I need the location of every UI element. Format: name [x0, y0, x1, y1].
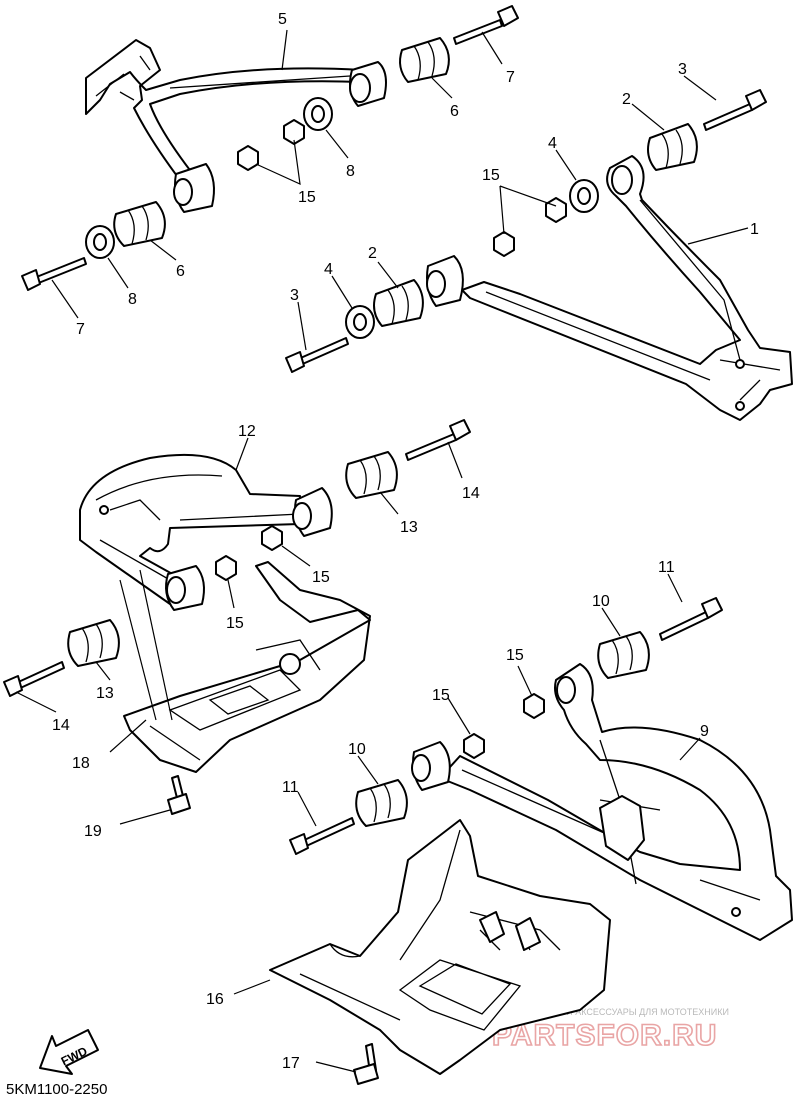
callout-15-mid: 15 — [312, 569, 330, 586]
callout-10-right: 10 — [592, 593, 610, 610]
callout-15-low: 15 — [432, 687, 450, 704]
callout-9: 9 — [700, 723, 709, 740]
watermark: ЗАПЧАСТИ И АКСЕССУАРЫ ДЛЯ МОТОТЕХНИКИ PA… — [491, 1007, 729, 1053]
nut-15-f — [215, 555, 237, 581]
callout-12: 12 — [238, 423, 256, 440]
callout-17: 17 — [282, 1055, 300, 1072]
bolt-17 — [353, 1043, 379, 1085]
callout-1: 1 — [750, 221, 759, 238]
callout-6-top: 6 — [450, 103, 459, 120]
nut-15-c — [545, 197, 567, 223]
callout-15-top-right: 15 — [482, 167, 500, 184]
bushing-2-right — [647, 123, 698, 171]
bushing-6-top — [399, 37, 450, 83]
callout-10-left: 10 — [348, 741, 366, 758]
bolt-3-right — [703, 89, 767, 131]
guard-small — [119, 561, 371, 773]
bolt-11-left — [289, 817, 355, 855]
callout-6-left: 6 — [176, 263, 185, 280]
bushing-6-left — [113, 201, 166, 247]
callout-3-left: 3 — [290, 287, 299, 304]
callout-13-left: 13 — [96, 685, 114, 702]
part-code: 5KM1100-2250 — [6, 1081, 107, 1098]
bolt-7-top — [453, 5, 519, 45]
nut-15-h — [463, 733, 485, 759]
upper-arm-left — [85, 39, 387, 213]
watermark-site: PARTSFOR.RU — [492, 1019, 717, 1052]
callout-numbers: 5 7 6 8 15 6 8 7 3 2 4 15 1 2 4 3 12 14 … — [52, 11, 759, 1072]
nut-15-g — [523, 693, 545, 719]
bolt-14-top — [405, 419, 471, 461]
guard-large — [269, 819, 611, 1075]
callout-18: 18 — [72, 755, 90, 772]
callout-14-left: 14 — [52, 717, 70, 734]
washer-4-left — [345, 305, 375, 339]
callout-8-left: 8 — [128, 291, 137, 308]
nut-15-d — [493, 231, 515, 257]
callout-13-top: 13 — [400, 519, 418, 536]
bolt-14-left — [3, 661, 65, 697]
callout-11-left: 11 — [282, 779, 299, 796]
callout-4-left: 4 — [324, 261, 333, 278]
callout-2-left: 2 — [368, 245, 377, 262]
bolt-3-left — [285, 337, 349, 373]
leader-lines — [15, 29, 749, 1073]
callout-3-right: 3 — [678, 61, 687, 78]
callout-8-top: 8 — [346, 163, 355, 180]
watermark-tagline: ЗАПЧАСТИ И АКСЕССУАРЫ ДЛЯ МОТОТЕХНИКИ — [516, 1007, 729, 1017]
callout-4-right: 4 — [548, 135, 557, 152]
lower-arm-right — [411, 663, 793, 941]
callout-15-low-right: 15 — [506, 647, 524, 664]
nut-15-e — [261, 525, 283, 551]
bushing-13-top — [345, 451, 398, 499]
callout-15-top-left: 15 — [298, 189, 316, 206]
washer-8-left — [85, 225, 115, 259]
bushing-2-left — [373, 279, 424, 327]
hardware — [3, 5, 767, 1085]
nut-15-b — [237, 145, 259, 171]
callout-11-right: 11 — [658, 559, 675, 576]
bushing-10-left — [355, 779, 408, 827]
washer-4-right — [569, 179, 599, 213]
callout-19: 19 — [84, 823, 102, 840]
bushing-13-left — [67, 619, 120, 667]
bolt-11-right — [659, 597, 723, 641]
callout-14-top: 14 — [462, 485, 480, 502]
nut-15-a — [283, 119, 305, 145]
callout-15-mid-left: 15 — [226, 615, 244, 632]
callout-7-top: 7 — [506, 69, 515, 86]
upper-arm-right — [426, 155, 793, 421]
bushing-10-right — [597, 631, 650, 679]
bolt-19 — [167, 775, 191, 815]
callout-7-left: 7 — [76, 321, 85, 338]
callout-16: 16 — [206, 991, 224, 1008]
callout-5: 5 — [278, 11, 287, 28]
washer-8-top — [303, 97, 333, 131]
fwd-arrow: FWD — [39, 1029, 99, 1075]
callout-2-right: 2 — [622, 91, 631, 108]
bolt-7-left — [21, 257, 87, 291]
lower-arm-left — [79, 453, 333, 611]
